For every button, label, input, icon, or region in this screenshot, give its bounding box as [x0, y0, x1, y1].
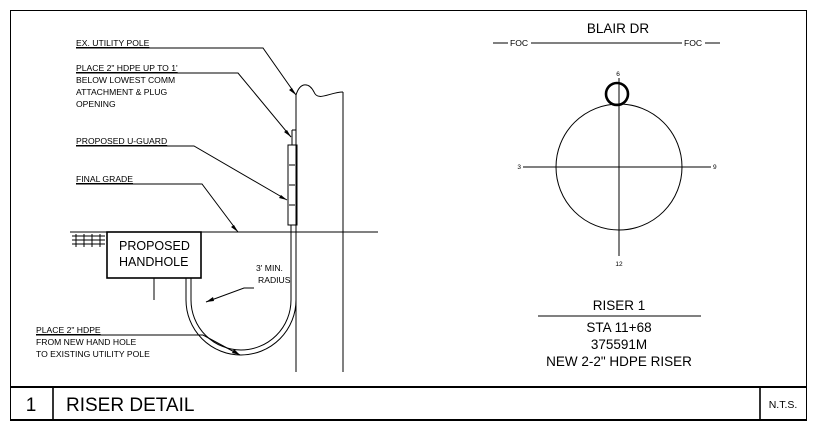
- title-block: [10, 386, 807, 421]
- clock-label-right: 9: [713, 164, 717, 171]
- label-hdpe-from-line-1: PLACE 2" HDPE: [36, 325, 101, 335]
- pole-plan-view: [523, 78, 711, 256]
- riser-station: STA 11+68: [586, 320, 651, 335]
- label-radius-line-1: 3' MIN.: [256, 263, 283, 273]
- label-hdpe-up-line-3: ATTACHMENT & PLUG: [76, 87, 168, 97]
- riser-location-marker: [604, 81, 630, 107]
- leader-lines: [36, 47, 297, 356]
- clock-label-left: 3: [517, 164, 521, 171]
- foc-label-left: FOC: [510, 38, 528, 48]
- label-hdpe-from-line-3: TO EXISTING UTILITY POLE: [36, 349, 150, 359]
- scale-note: N.T.S.: [769, 399, 798, 411]
- label-u-guard: PROPOSED U-GUARD: [76, 136, 167, 146]
- riser-id: 375591M: [591, 337, 647, 352]
- utility-pole: [295, 84, 344, 372]
- label-hdpe-up-line-2: BELOW LOWEST COMM: [76, 75, 175, 85]
- u-guard: [287, 129, 298, 226]
- label-radius-line-2: RADIUS: [258, 275, 291, 285]
- riser-title: RISER 1: [593, 298, 646, 313]
- label-final-grade: FINAL GRADE: [76, 174, 133, 184]
- clock-label-bottom: 12: [615, 261, 623, 268]
- foc-label-right: FOC: [684, 38, 702, 48]
- label-handhole-line-1: PROPOSED: [119, 239, 190, 253]
- label-handhole-line-2: HANDHOLE: [119, 255, 188, 269]
- detail-title: RISER DETAIL: [66, 395, 194, 416]
- label-hdpe-up-line-4: OPENING: [76, 99, 116, 109]
- street-name: BLAIR DR: [587, 21, 650, 36]
- hdpe-conduit: [185, 225, 297, 356]
- label-hdpe-up-line-1: PLACE 2" HDPE UP TO 1': [76, 63, 178, 73]
- label-utility-pole: EX. UTILITY POLE: [76, 38, 150, 48]
- detail-number: 1: [26, 395, 37, 416]
- grade-hatch-symbol: [72, 234, 105, 247]
- riser-description: NEW 2-2" HDPE RISER: [546, 354, 692, 369]
- label-hdpe-from-line-2: FROM NEW HAND HOLE: [36, 337, 137, 347]
- clock-label-top: 6: [616, 71, 620, 78]
